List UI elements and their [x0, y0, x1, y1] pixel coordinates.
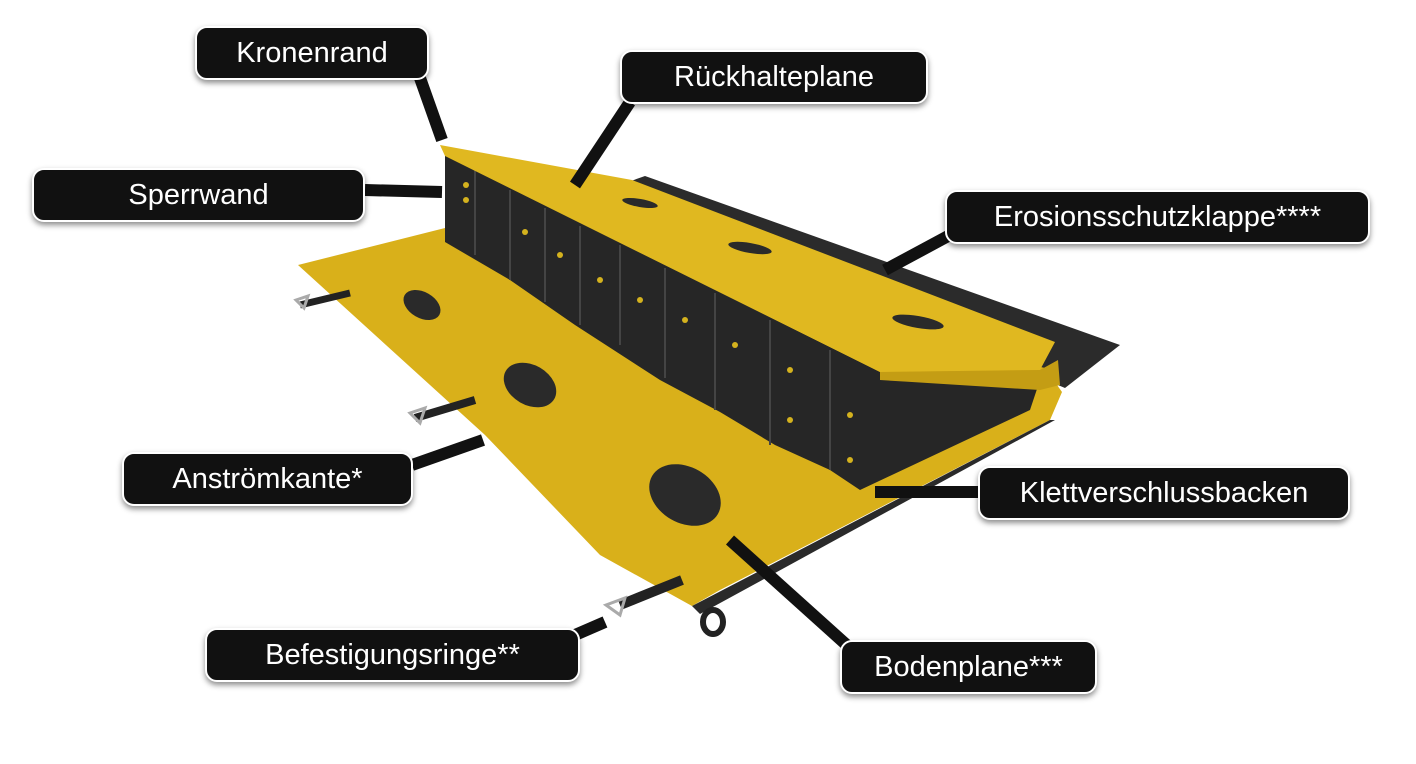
barrier-wall [445, 155, 1040, 490]
label-erosionsschutzklappe: Erosionsschutzklappe**** [945, 190, 1370, 244]
label-pointers [364, 75, 978, 653]
bottom-sheet [298, 228, 1062, 606]
bottom-sheet-edge [692, 420, 1055, 614]
label-sperrwand: Sperrwand [32, 168, 365, 222]
label-befestigungsringe: Befestigungsringe** [205, 628, 580, 682]
label-anstroemkante: Anströmkante* [122, 452, 413, 506]
retaining-sheet-fold [880, 360, 1060, 390]
label-bodenplane: Bodenplane*** [840, 640, 1097, 694]
label-klettverschlussbacken: Klettverschlussbacken [978, 466, 1350, 520]
water-gate-logos [403, 197, 944, 526]
wall-rivets [463, 182, 853, 463]
wall-panels [474, 170, 831, 470]
fastening-rings [293, 289, 726, 637]
label-rueckhalteplane: Rückhalteplane [620, 50, 928, 104]
label-kronenrand: Kronenrand [195, 26, 429, 80]
